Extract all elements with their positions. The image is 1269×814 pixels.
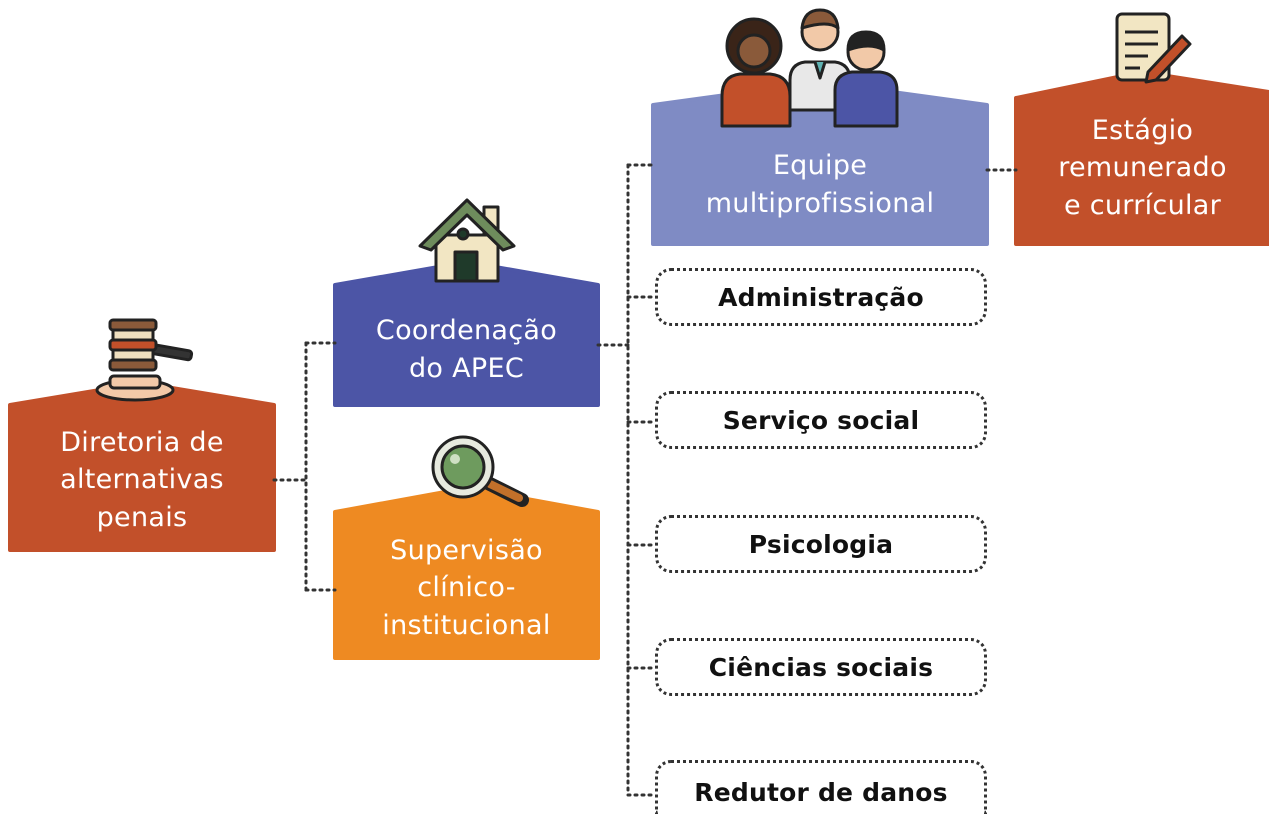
gavel-icon <box>95 318 194 402</box>
team-label: Redutor de danos <box>694 778 948 807</box>
supervisao-label-line-2: clínico- <box>417 572 516 604</box>
connectors <box>272 163 1018 797</box>
node-diretoria: Diretoria de alternativas penais <box>10 402 274 550</box>
coordenacao-label-line-1: Coordenação <box>375 315 558 347</box>
supervisao-label-line-3: institucional <box>382 609 551 641</box>
magnifier-icon <box>431 435 529 507</box>
team-label: Ciências sociais <box>708 652 934 682</box>
team-ciencias-sociais: Ciências sociais <box>655 638 987 696</box>
team-psicologia: Psicologia <box>655 515 987 573</box>
diretoria-label-line-2: alternativas <box>60 464 224 496</box>
document-pen-icon <box>1115 12 1192 84</box>
equipe-label-line-2: multiprofissional <box>705 187 935 219</box>
team-administracao: Administração <box>655 268 987 326</box>
supervisao-label-line-1: Supervisão <box>390 535 543 567</box>
team-icon <box>720 8 899 128</box>
house-icon <box>418 198 516 283</box>
estagio-label-line-2: remunerado <box>1058 152 1227 184</box>
team-servico-social: Serviço social <box>655 391 987 449</box>
team-label: Serviço social <box>722 405 920 435</box>
coordenacao-label-line-2: do APEC <box>408 352 524 384</box>
team-label: Psicologia <box>748 529 894 559</box>
diretoria-label-line-1: Diretoria de <box>60 427 224 459</box>
diretoria-label-line-3: penais <box>96 501 188 533</box>
equipe-label-line-1: Equipe <box>772 150 868 182</box>
node-supervisao: Supervisão clínico- institucional <box>335 510 598 658</box>
node-coordenacao: Coordenação do APEC <box>335 282 598 405</box>
team-label: Administração <box>718 282 924 312</box>
node-estagio: Estágio remunerado e currícular <box>1016 96 1269 244</box>
node-equipe: Equipe multiprofissional <box>653 125 987 244</box>
estagio-label-line-1: Estágio <box>1091 115 1194 147</box>
team-redutor-de-danos: Redutor de danos <box>655 760 987 814</box>
estagio-label-line-3: e currícular <box>1063 189 1222 221</box>
